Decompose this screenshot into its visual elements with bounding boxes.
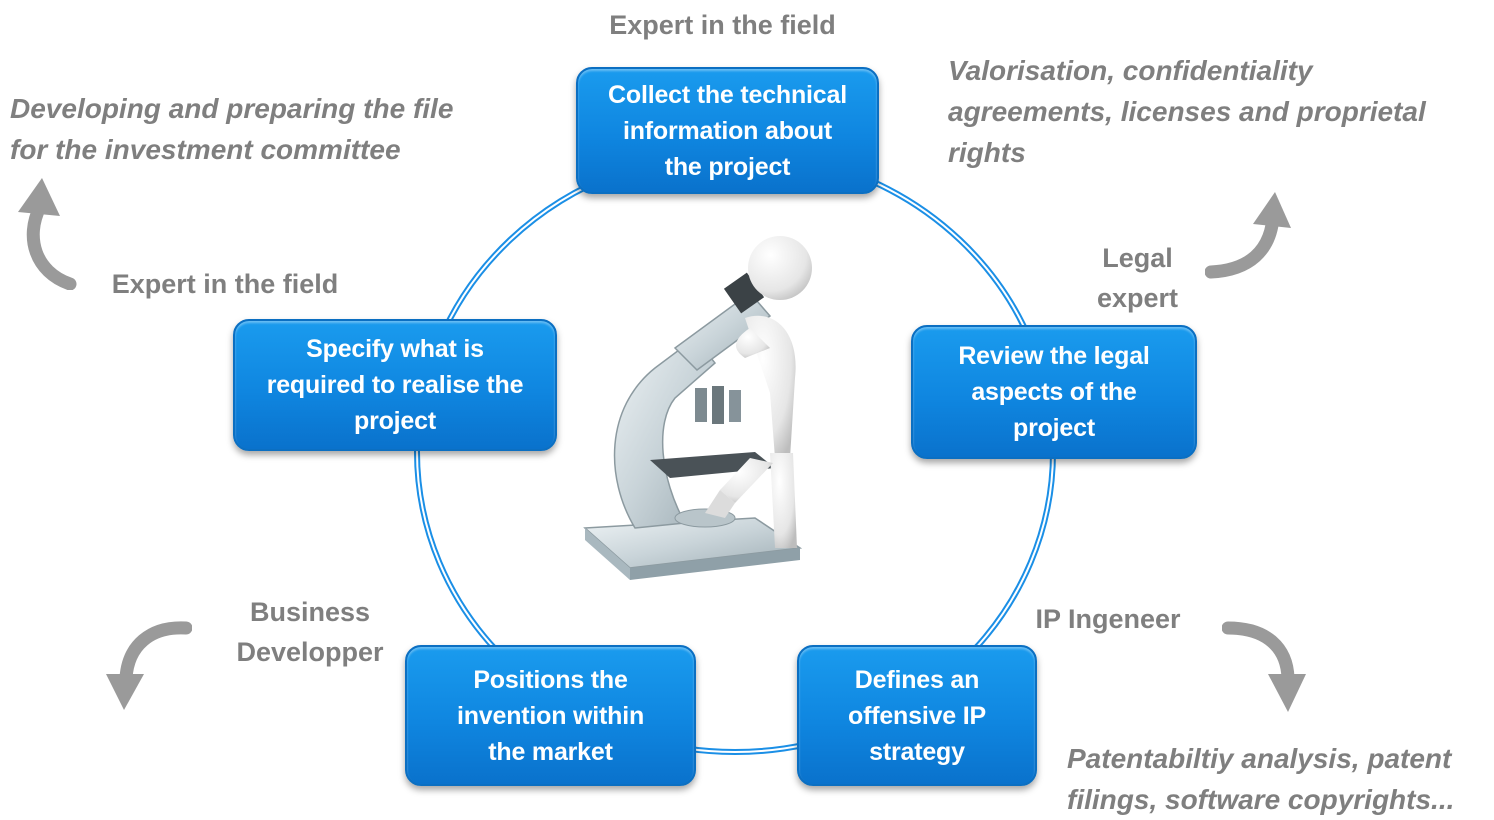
curved-arrow-up-left-icon	[18, 178, 77, 290]
role-left-expert-in-the-field: Expert in the field	[111, 269, 339, 299]
microscope-icon	[583, 272, 803, 580]
step-define-ip-strategy: Defines an offensive IP strategy	[797, 645, 1037, 786]
role-legal-expert: Legal expert	[1096, 243, 1179, 313]
note-developing-file: Developing and preparing the file for th…	[10, 93, 454, 165]
step-collect-technical-information: Collect the technical information about …	[576, 67, 879, 194]
step-position-invention-market: Positions the invention within the marke…	[405, 645, 696, 786]
curved-arrow-down-right-icon	[1222, 621, 1306, 712]
step-review-legal-aspects: Review the legal aspects of the project	[911, 325, 1197, 459]
role-business-developer: Business Developper	[236, 597, 384, 667]
person-figure-icon	[705, 236, 812, 548]
note-patentability: Patentabiltiy analysis, patent filings, …	[1067, 743, 1455, 815]
step-specify-requirements: Specify what is required to realise the …	[233, 319, 557, 451]
note-valorisation: Valorisation, confidentiality agreements…	[948, 55, 1426, 168]
curved-arrow-up-right-icon	[1205, 192, 1291, 279]
curved-arrow-down-left-icon	[106, 621, 192, 710]
role-ip-engineer: IP Ingeneer	[1035, 604, 1181, 634]
microscope-figure-illustration	[583, 236, 812, 580]
role-top-expert-in-the-field: Expert in the field	[609, 10, 836, 40]
